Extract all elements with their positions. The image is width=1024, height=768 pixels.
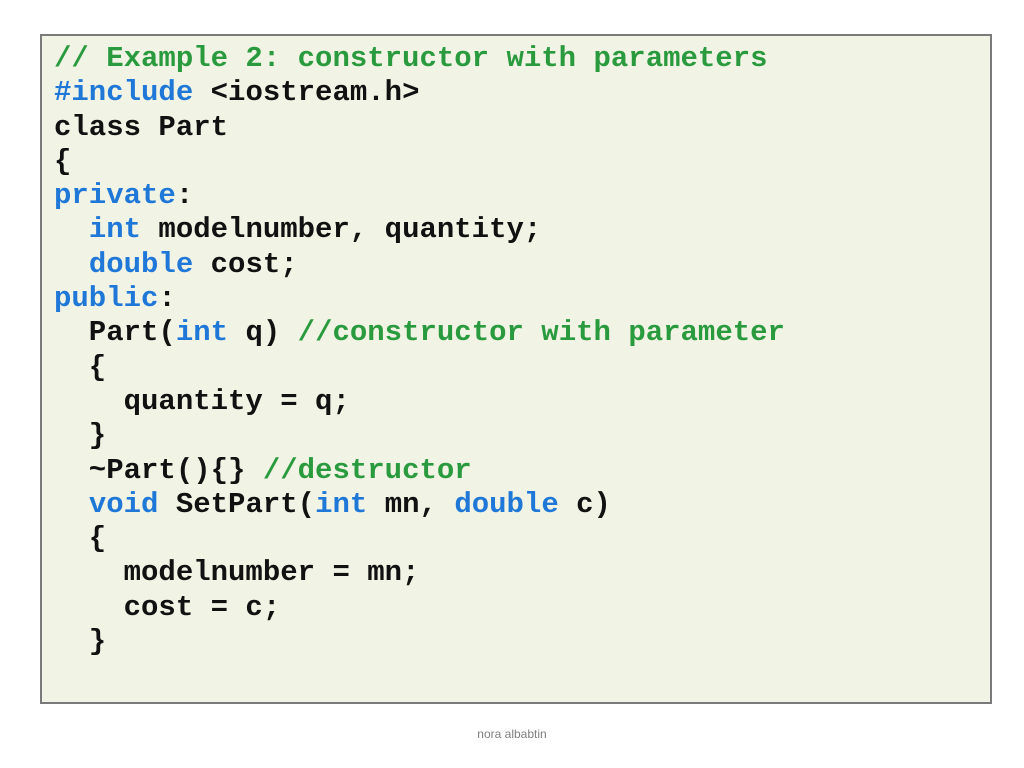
code-token-keyword: int	[175, 316, 229, 350]
code-token-plain: }	[54, 625, 107, 659]
code-line: double cost;	[54, 248, 990, 282]
code-line: {	[54, 522, 990, 556]
code-token-keyword: public	[54, 282, 159, 316]
code-line: Part(int q) //constructor with parameter	[54, 316, 990, 350]
code-listing: // Example 2: constructor with parameter…	[40, 34, 992, 704]
code-token-plain: modelnumber = mn;	[54, 556, 420, 590]
code-token-plain: {	[54, 522, 107, 556]
code-token-plain: mn,	[367, 487, 455, 521]
code-token-plain: q)	[228, 316, 298, 350]
code-line: public:	[54, 282, 990, 316]
code-token-plain: }	[54, 419, 107, 453]
code-token-keyword: void	[88, 487, 159, 521]
code-line: ~Part(){} //destructor	[54, 454, 990, 488]
code-token-plain: :	[175, 179, 194, 213]
code-token-plain: class Part	[54, 110, 229, 144]
code-token-comment: // Example 2: constructor with parameter…	[54, 42, 768, 75]
code-token-plain	[54, 213, 89, 246]
code-token-plain	[54, 488, 89, 521]
code-line: {	[54, 145, 990, 179]
code-token-keyword: double	[88, 247, 194, 281]
code-token-plain: cost;	[193, 247, 298, 281]
code-token-keyword: double	[454, 487, 559, 521]
code-line: class Part	[54, 111, 990, 145]
code-token-keyword: int	[315, 487, 368, 521]
code-line: quantity = q;	[54, 385, 990, 419]
code-token-plain: cost = c;	[54, 590, 281, 624]
code-line: int modelnumber, quantity;	[54, 213, 990, 247]
code-token-keyword: private	[54, 179, 176, 213]
code-token-comment: //constructor with parameter	[297, 316, 785, 350]
code-line: void SetPart(int mn, double c)	[54, 488, 990, 522]
code-token-plain: <iostream.h>	[193, 76, 420, 110]
code-line: }	[54, 419, 990, 453]
code-token-plain: ~Part(){}	[54, 453, 263, 487]
code-token-keyword: #include	[54, 76, 194, 110]
code-token-plain	[54, 248, 89, 281]
footer-author: nora albabtin	[477, 727, 547, 741]
code-line: cost = c;	[54, 591, 990, 625]
code-token-comment: //destructor	[262, 453, 472, 487]
code-line: #include <iostream.h>	[54, 76, 990, 110]
code-token-keyword: int	[88, 213, 142, 247]
code-token-plain: :	[158, 282, 176, 316]
code-line: {	[54, 351, 990, 385]
code-line: modelnumber = mn;	[54, 556, 990, 590]
code-line: }	[54, 625, 990, 659]
code-token-plain: Part(	[54, 316, 176, 350]
code-token-plain: quantity = q;	[54, 384, 350, 418]
code-token-plain: {	[54, 144, 72, 178]
code-line: private:	[54, 179, 990, 213]
code-token-plain: SetPart(	[158, 487, 316, 521]
code-token-plain: c)	[558, 487, 611, 521]
code-token-plain: {	[54, 350, 107, 384]
code-token-plain: modelnumber, quantity;	[141, 213, 542, 247]
code-line: // Example 2: constructor with parameter…	[54, 42, 990, 76]
